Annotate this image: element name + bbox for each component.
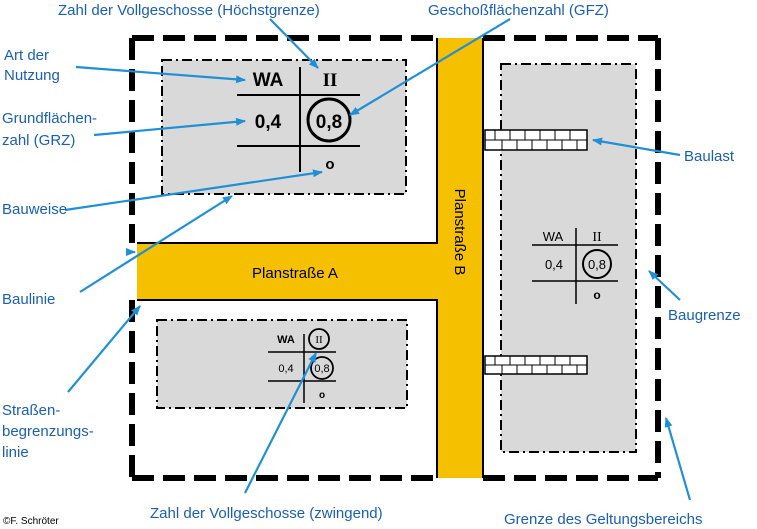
use-type-right: WA — [543, 229, 564, 244]
easement-strip-lower — [484, 355, 588, 375]
grz-bottom-left: 0,4 — [278, 363, 293, 375]
copyright: ©F. Schröter — [3, 516, 59, 527]
street-b-name: Planstraße B — [451, 189, 468, 276]
easement-strips — [484, 129, 588, 375]
arrow-storeys-mandatory — [244, 352, 317, 494]
street-b — [437, 38, 483, 478]
arrow-boundary — [664, 417, 692, 501]
label-building-limit: Baugrenze — [668, 307, 741, 324]
label-easement: Baulast — [684, 148, 735, 165]
label-max-storeys: Zahl der Vollgeschosse (Höchstgrenze) — [58, 2, 320, 19]
streets — [137, 38, 483, 478]
arrow-use-type — [75, 65, 246, 84]
arrow-gfz — [349, 18, 511, 116]
grz-right: 0,4 — [545, 257, 563, 272]
easement-strip-upper — [484, 129, 588, 151]
gfz-bottom-left: 0,8 — [314, 363, 329, 375]
construction-right: o — [593, 288, 600, 302]
street-boundary-lines — [137, 38, 484, 478]
building-area-right — [500, 63, 637, 453]
gfz-circle-bottom-left — [310, 356, 334, 380]
use-type-bottom-left: WA — [277, 334, 295, 346]
building-area-bottom-left — [156, 319, 408, 409]
arrow-building-line — [79, 195, 233, 293]
construction-bottom-left: o — [319, 390, 325, 401]
label-grz-line1: Grundflächen- — [2, 110, 97, 127]
label-use-type-line1: Art der — [4, 47, 49, 64]
label-grz-line2: zahl (GRZ) — [2, 132, 75, 149]
storeys-top-left: II — [323, 70, 338, 91]
arrow-grz — [93, 117, 246, 137]
callout-arrows — [64, 18, 692, 501]
arrow-street-line — [67, 305, 141, 393]
callout-labels: Zahl der Vollgeschosse (Höchstgrenze) Ge… — [2, 2, 741, 528]
label-street-line-line2: begrenzungs- — [2, 423, 94, 440]
street-line-lower — [137, 299, 438, 478]
storeys-bottom-left: II — [315, 334, 323, 346]
storeys-circle-bottom-left — [308, 328, 330, 350]
zoning-template-top-left: WA II 0,4 0,8 o — [237, 67, 360, 173]
label-street-line-line3: linie — [2, 444, 29, 461]
arrow-construction — [64, 169, 323, 212]
building-areas — [156, 59, 637, 453]
zoning-template-right: WA II 0,4 0,8 o — [532, 228, 618, 304]
street-line-upper — [137, 38, 438, 244]
arrow-easement — [592, 137, 681, 157]
street-a-name: Planstraße A — [252, 265, 338, 282]
label-use-type-line2: Nutzung — [4, 67, 60, 84]
label-gfz: Geschoßflächenzahl (GFZ) — [428, 2, 609, 19]
gfz-top-left: 0,8 — [316, 112, 342, 133]
gfz-right: 0,8 — [588, 257, 606, 272]
construction-top-left: o — [325, 156, 334, 173]
street-a — [137, 243, 439, 300]
label-storeys-mandatory: Zahl der Vollgeschosse (zwingend) — [150, 505, 383, 522]
arrow-max-storeys — [269, 18, 319, 69]
label-boundary: Grenze des Geltungsbereichs — [504, 511, 702, 528]
use-type-top-left: WA — [253, 70, 284, 91]
gfz-circle-top-left — [306, 97, 352, 143]
label-construction: Bauweise — [2, 201, 67, 218]
storeys-right: II — [592, 230, 602, 245]
building-area-top-left — [161, 59, 407, 195]
grz-top-left: 0,4 — [255, 112, 282, 133]
arrow-building-limit — [648, 270, 681, 301]
label-street-line-line1: Straßen- — [2, 402, 60, 419]
gfz-circle-right — [582, 249, 612, 279]
label-building-line: Baulinie — [2, 291, 55, 308]
